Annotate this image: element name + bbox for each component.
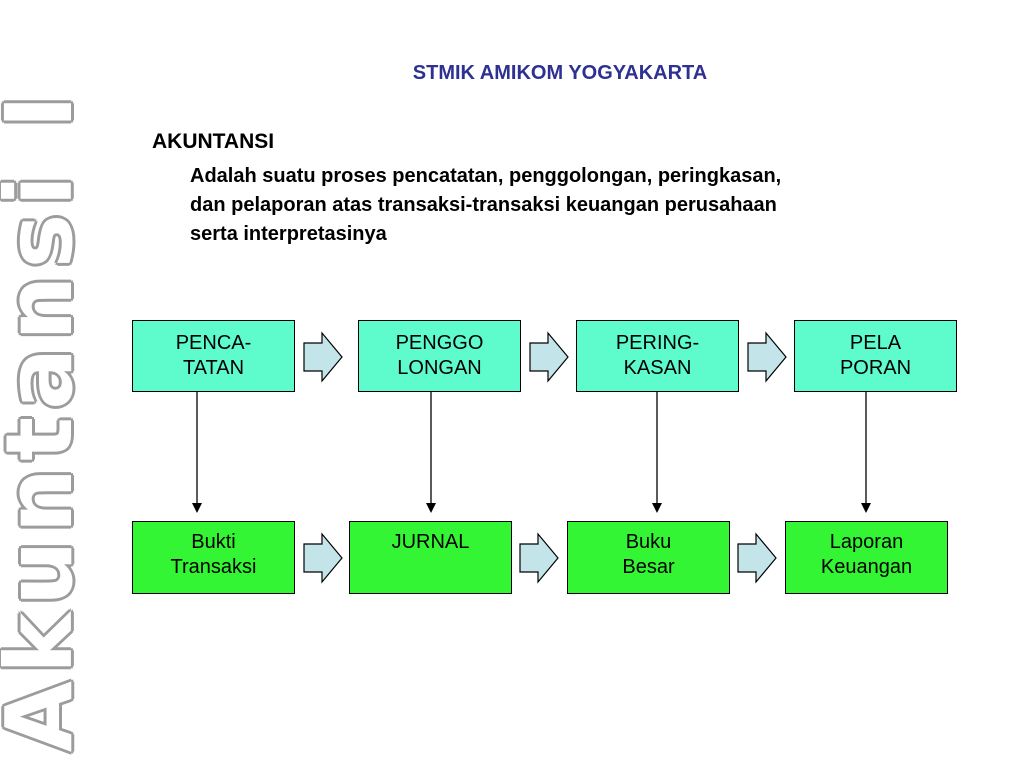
process-step-penggolongan: PENGGO LONGAN bbox=[358, 320, 521, 392]
output-jurnal: JURNAL bbox=[349, 521, 512, 594]
flow-arrow-output-2 bbox=[519, 532, 559, 584]
flow-arrow-process-1 bbox=[303, 331, 343, 383]
flow-arrow-output-3 bbox=[737, 532, 777, 584]
process-step-pelaporan: PELA PORAN bbox=[794, 320, 957, 392]
flow-arrow-process-2 bbox=[529, 331, 569, 383]
output-buku-besar: Buku Besar bbox=[567, 521, 730, 594]
side-watermark-title: Akuntansi I bbox=[0, 88, 93, 753]
process-step-peringkasan: PERING- KASAN bbox=[576, 320, 739, 392]
flow-arrow-output-1 bbox=[303, 532, 343, 584]
process-step-pencatatan: PENCA- TATAN bbox=[132, 320, 295, 392]
page-title: STMIK AMIKOM YOGYAKARTA bbox=[412, 62, 708, 84]
output-laporan-keuangan: Laporan Keuangan bbox=[785, 521, 948, 594]
flow-arrow-process-3 bbox=[747, 331, 787, 383]
section-heading: AKUNTANSI bbox=[152, 130, 275, 153]
output-bukti-transaksi: Bukti Transaksi bbox=[132, 521, 295, 594]
definition-text: Adalah suatu proses pencatatan, penggolo… bbox=[190, 165, 782, 245]
